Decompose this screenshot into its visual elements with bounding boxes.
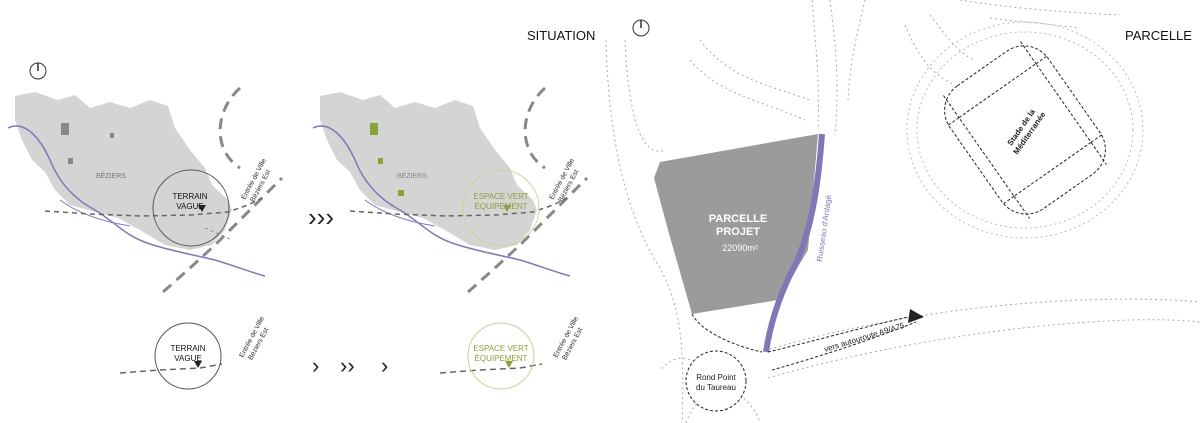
city-area — [320, 92, 537, 250]
city-label: BÉZIERS — [397, 171, 427, 180]
mini-before-line2: VAGUE — [174, 354, 201, 363]
highway-direction — [767, 309, 924, 371]
focus-circle — [152, 169, 230, 247]
mini-arrow-mid: ›› — [340, 353, 355, 378]
river — [7, 125, 266, 277]
transition-arrows-large: ››› — [308, 202, 334, 232]
situation-title: SITUATION — [527, 28, 595, 43]
mini-after-line2: ÉQUIPEMENT — [475, 354, 528, 363]
mini-diagram-after — [439, 322, 543, 390]
stream — [763, 133, 825, 353]
north-arrow-icon — [632, 19, 650, 37]
mini-diagram-before — [119, 322, 223, 390]
situation-map-after — [312, 86, 589, 294]
parcel-projet — [654, 134, 818, 314]
parcel-name-line2: PROJET — [716, 226, 760, 238]
mini-after-line1: ESPACE VERT — [473, 344, 528, 353]
ring-road — [218, 86, 241, 170]
roundabout — [685, 350, 747, 412]
access-road — [349, 197, 568, 217]
city-area — [15, 92, 232, 250]
parcel-area: 22090m² — [722, 243, 758, 253]
river — [312, 125, 571, 277]
roundabout-label-line2: du Taureau — [696, 383, 736, 392]
parcelle-title: PARCELLE — [1125, 28, 1192, 43]
before-label-line1: TERRAIN — [172, 192, 207, 201]
ring-road — [523, 86, 546, 170]
access-road — [44, 197, 263, 217]
mini-before-line1: TERRAIN — [170, 344, 205, 353]
after-label-line2: ÉQUIPEMENT — [475, 202, 528, 211]
after-label-line1: ESPACE VERT — [473, 192, 528, 201]
stream-label: Ruisseau d'Ardagè — [815, 194, 833, 262]
north-arrow-icon — [29, 62, 47, 80]
mini-arrow-right: › — [381, 353, 388, 378]
stadium — [906, 21, 1144, 239]
parcel-border — [691, 313, 763, 353]
situation-map-before — [7, 86, 284, 294]
mini-arrow-left: › — [312, 353, 319, 378]
before-label-line2: VAGUE — [176, 202, 203, 211]
parcel-name-line1: PARCELLE — [709, 213, 767, 225]
city-label: BÉZIERS — [96, 171, 126, 180]
focus-circle — [462, 169, 540, 247]
road-label: vers autouroute A9/A75 — [823, 321, 906, 354]
roundabout-label-line1: Rond Point — [696, 373, 736, 382]
street-outlines — [605, 0, 1200, 423]
